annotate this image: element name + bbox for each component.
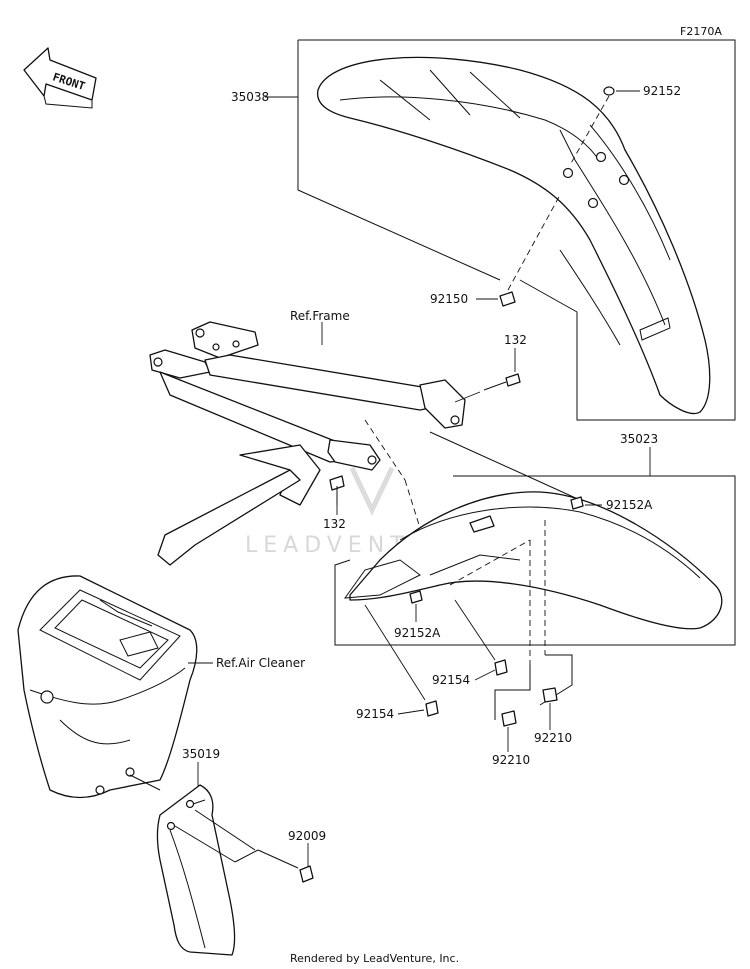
grommet-92150-icon xyxy=(499,291,516,307)
footer-credit: Rendered by LeadVenture, Inc. xyxy=(290,952,459,965)
part-number-92152A-bottom: 92152A xyxy=(394,626,441,640)
part-number-35019: 35019 xyxy=(182,747,220,761)
bolt-132-lower: 132 xyxy=(323,475,346,531)
part-number-92210-left: 92210 xyxy=(492,753,530,767)
part-number-92009: 92009 xyxy=(288,829,326,843)
front-fender xyxy=(317,56,711,415)
diagram-code: F2170A xyxy=(680,25,722,38)
bolt-132-upper: 132 xyxy=(454,333,527,403)
ref-frame-label: Ref.Frame xyxy=(290,309,350,323)
part-number-92152: 92152 xyxy=(643,84,681,98)
nut-92210-right: 92210 xyxy=(494,654,573,745)
part-number-92154-right: 92154 xyxy=(432,673,470,687)
bolt-92154-left: 92154 xyxy=(356,604,439,721)
part-number-92154-left: 92154 xyxy=(356,707,394,721)
rear-fender-group: 35023 92152A 92152A xyxy=(334,431,736,665)
part-number-35023: 35023 xyxy=(620,432,658,446)
front-fender-group: 35038 92152 92150 xyxy=(231,39,736,421)
part-number-132-lower: 132 xyxy=(323,517,346,531)
nut-92210-left: 92210 xyxy=(492,710,530,767)
bolt-92154-right: 92154 xyxy=(432,599,508,687)
ref-air-cleaner-label: Ref.Air Cleaner xyxy=(216,656,305,670)
bolt-92009: 92009 xyxy=(288,829,326,883)
air-cleaner-ref: Ref.Air Cleaner xyxy=(17,575,305,799)
grommet-92152A-right-icon xyxy=(570,496,584,510)
grommet-92152-icon xyxy=(603,86,615,96)
front-fender-box xyxy=(298,39,736,421)
mud-flap-group: 35019 xyxy=(129,747,299,956)
rear-fender xyxy=(349,491,723,630)
part-number-35038: 35038 xyxy=(231,90,269,104)
part-number-92210-right: 92210 xyxy=(534,731,572,745)
part-number-92152A-right: 92152A xyxy=(606,498,653,512)
part-number-132-upper: 132 xyxy=(504,333,527,347)
part-number-92150: 92150 xyxy=(430,292,468,306)
subframe-ref: Ref.Frame xyxy=(149,309,466,566)
grommet-92152A-bottom-icon xyxy=(409,590,423,604)
front-arrow-icon: FRONT xyxy=(23,47,97,109)
